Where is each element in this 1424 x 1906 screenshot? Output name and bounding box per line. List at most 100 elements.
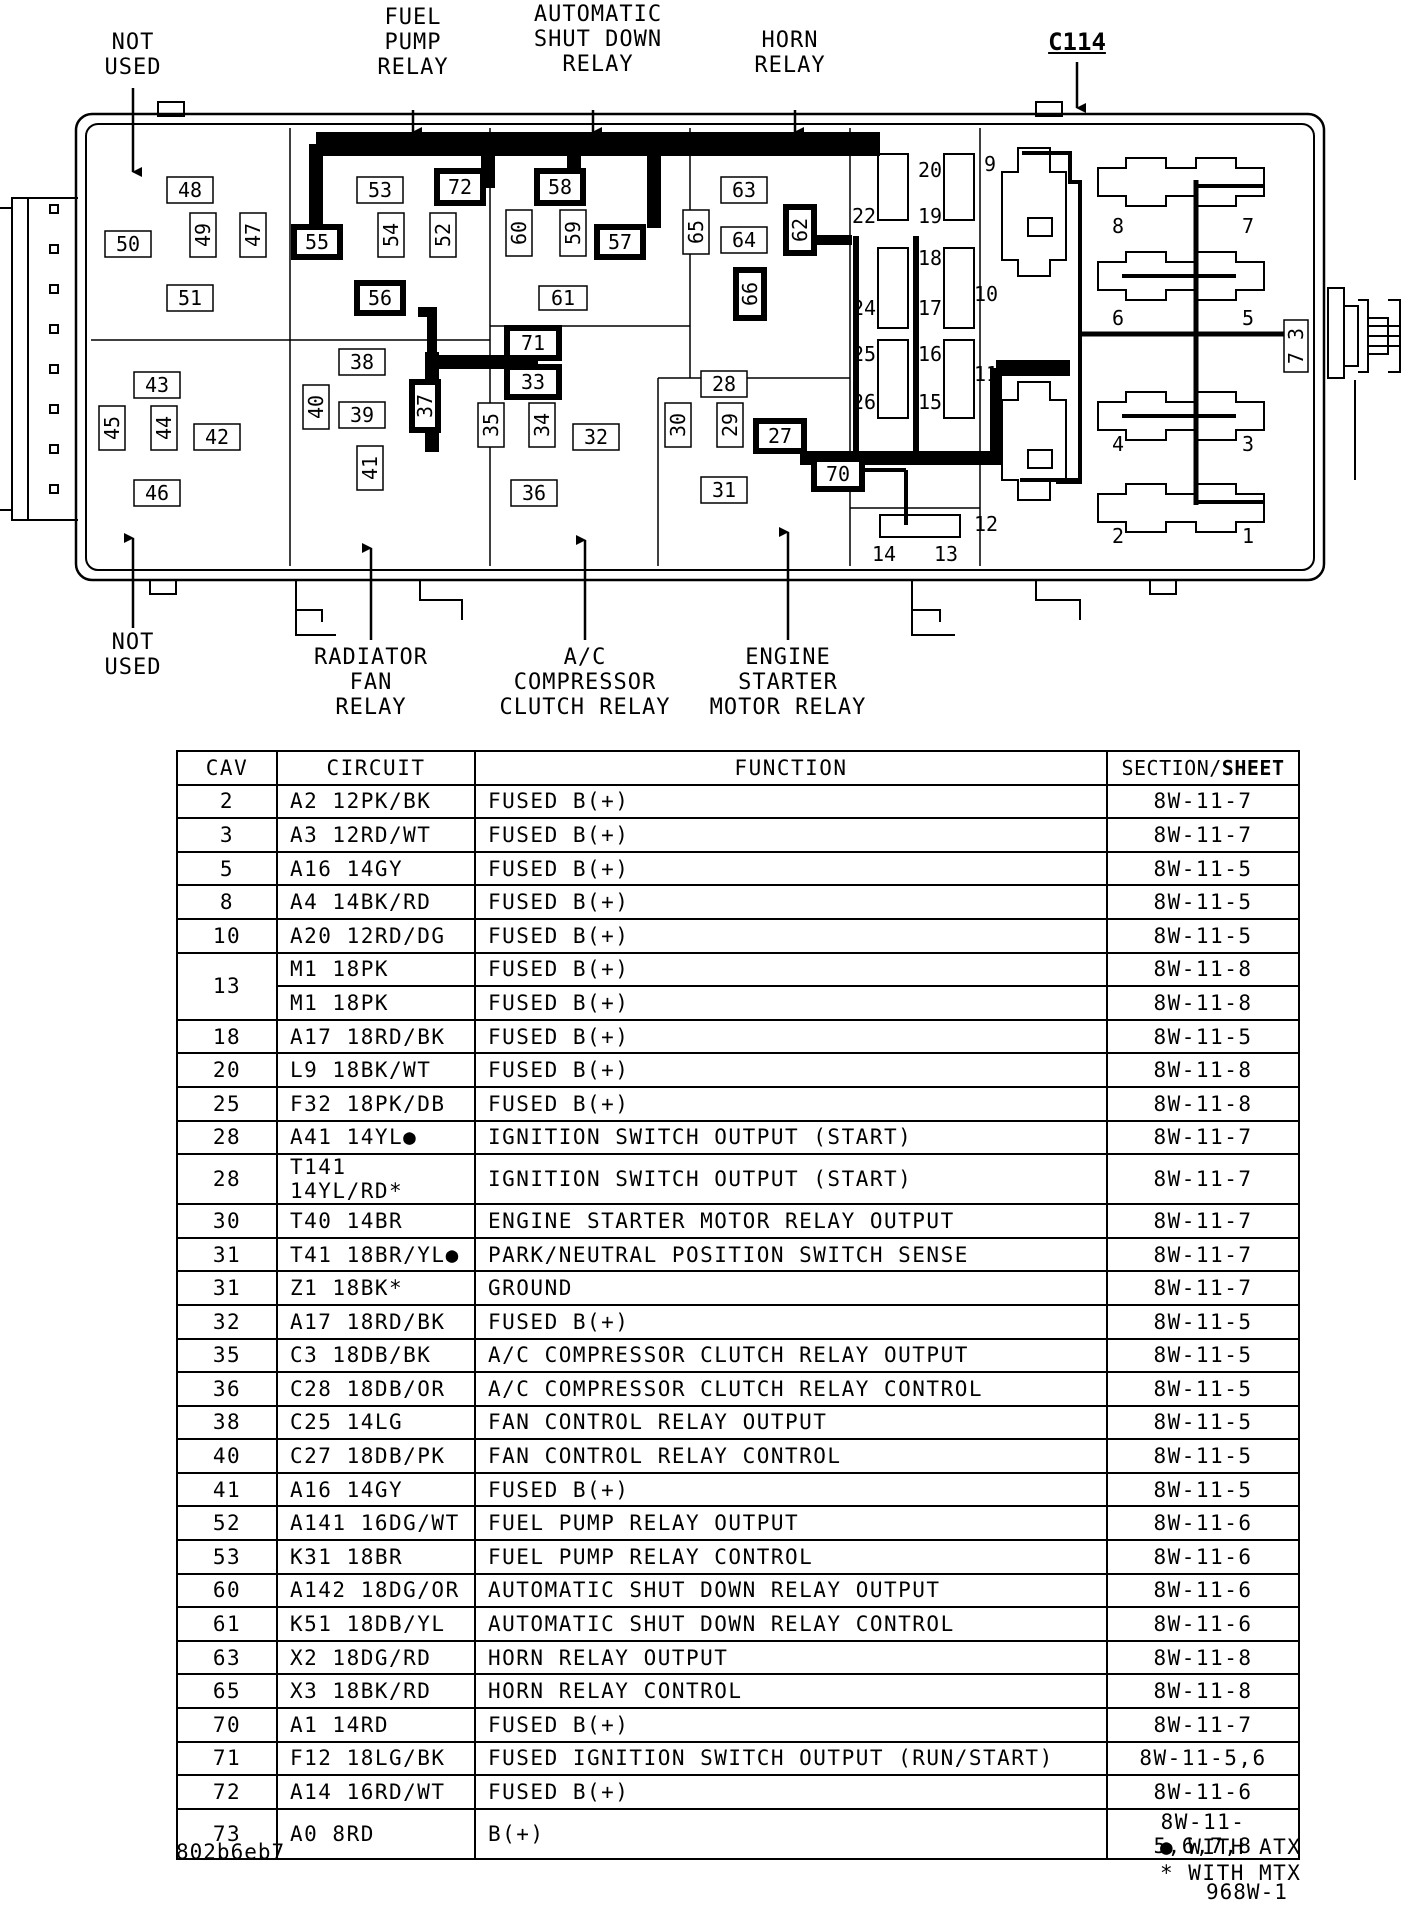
cavity-number: 71 [521, 331, 545, 355]
cavity-box [1283, 319, 1309, 373]
cell-circuit: Z1 18BK* [276, 1270, 476, 1306]
cavity-number: 70 [826, 462, 850, 486]
cell-function: ENGINE STARTER MOTOR RELAY OUTPUT [474, 1203, 1108, 1239]
cavity-number: 31 [712, 478, 736, 502]
cavity-number: 4 [1112, 432, 1124, 456]
cell-cav: 31 [176, 1270, 278, 1306]
cavity-box [477, 402, 505, 448]
cell-circuit: A14 16RD/WT [276, 1774, 476, 1810]
cavity-number: 7 3 [1284, 328, 1308, 364]
cavity-58: 58 [534, 168, 586, 206]
cavity-number: 66 [738, 282, 762, 306]
cell-cav: 71 [176, 1740, 278, 1777]
cell-circuit: C27 18DB/PK [276, 1438, 476, 1474]
cavity-63: 63 [720, 176, 768, 204]
fuse-holders [877, 153, 975, 538]
cavity-22: 22 [852, 204, 876, 228]
cell-cav: 30 [176, 1203, 278, 1239]
cell-function: AUTOMATIC SHUT DOWN RELAY OUTPUT [474, 1572, 1108, 1609]
cavity-9: 9 [984, 152, 996, 176]
cavity-31: 31 [700, 476, 748, 504]
cavity-box [104, 230, 152, 258]
cell-cav: 40 [176, 1438, 278, 1474]
cavity-box [302, 384, 330, 430]
cavity-number: 49 [191, 223, 215, 247]
cavity-8: 8 [1112, 214, 1124, 238]
cell-circuit: A1 14RD [276, 1707, 476, 1743]
cavity-box [166, 176, 214, 204]
cell-cav: 31 [176, 1236, 278, 1273]
callout-fuel-pump-relay: FUEL PUMP RELAY [377, 5, 449, 80]
footnote-atx: ● WITH ATX [1160, 1835, 1302, 1859]
header-circuit: CIRCUIT [276, 750, 476, 786]
cavity-number: 27 [768, 424, 792, 448]
cavity-number: 42 [205, 425, 229, 449]
cell-function: FUSED B(+) [474, 1018, 1108, 1055]
cell-section: 8W-11-8 [1106, 1085, 1300, 1122]
cell-section: 8W-11-8 [1106, 951, 1300, 988]
cavity-box [664, 402, 692, 448]
cavity-box [133, 479, 181, 507]
cavity-box [716, 402, 744, 448]
cavity-39: 39 [338, 401, 386, 429]
cavity-number: 30 [666, 413, 690, 437]
cavity-14: 14 [872, 542, 896, 566]
cell-cav: 38 [176, 1404, 278, 1441]
relay-socket-9-12 [1001, 147, 1067, 501]
cavity-box [338, 348, 386, 376]
cell-cav: 63 [176, 1639, 278, 1676]
cavity-26: 26 [852, 390, 876, 414]
cavity-71: 71 [504, 325, 562, 361]
cavity-number: 37 [413, 394, 437, 418]
cell-cav: 3 [176, 817, 278, 853]
cavity-box [700, 370, 748, 398]
cell-cav: 28 [176, 1119, 278, 1156]
cavity-40: 40 [302, 384, 330, 430]
cell-cav: 18 [176, 1018, 278, 1055]
cavity-box [377, 212, 405, 258]
cavity-box [429, 212, 457, 258]
cavity-number: 13 [934, 542, 958, 566]
cavity-number: 12 [974, 512, 998, 536]
cell-function: A/C COMPRESSOR CLUTCH RELAY OUTPUT [474, 1337, 1108, 1374]
cavity-54: 54 [377, 212, 405, 258]
cell-section: 8W-11-5 [1106, 1337, 1300, 1374]
cavity-56: 56 [354, 280, 406, 316]
cell-circuit: C3 18DB/BK [276, 1337, 476, 1374]
cavity-30: 30 [664, 402, 692, 448]
cell-cav: 28 [176, 1153, 278, 1206]
cavity-number: 52 [431, 223, 455, 247]
cavity-box [528, 402, 556, 448]
cavity-number: 62 [788, 218, 812, 242]
cell-cav: 73 [176, 1807, 278, 1860]
cell-section: 8W-11-5 [1106, 1404, 1300, 1441]
cavity-59: 59 [559, 209, 587, 257]
header-cav: CAV [176, 750, 278, 786]
cell-circuit: A3 12RD/WT [276, 817, 476, 853]
callout-radiator-fan-relay: RADIATOR FAN RELAY [314, 645, 428, 720]
cavity-box [504, 364, 562, 400]
cell-section: 8W-11-5 [1106, 884, 1300, 920]
cavity-41: 41 [356, 445, 384, 491]
cell-circuit: A20 12RD/DG [276, 917, 476, 954]
cell-function: FUSED B(+) [474, 884, 1108, 920]
cell-circuit: F12 18LG/BK [276, 1740, 476, 1777]
cell-cav: 70 [176, 1707, 278, 1743]
cavity-box [510, 479, 558, 507]
cavity-box [783, 204, 817, 256]
cell-circuit: K51 18DB/YL [276, 1606, 476, 1642]
cavity-53: 53 [356, 176, 404, 204]
cavity-number: 34 [530, 413, 554, 437]
cavity-55: 55 [291, 224, 343, 260]
cell-circuit: A17 18RD/BK [276, 1303, 476, 1340]
